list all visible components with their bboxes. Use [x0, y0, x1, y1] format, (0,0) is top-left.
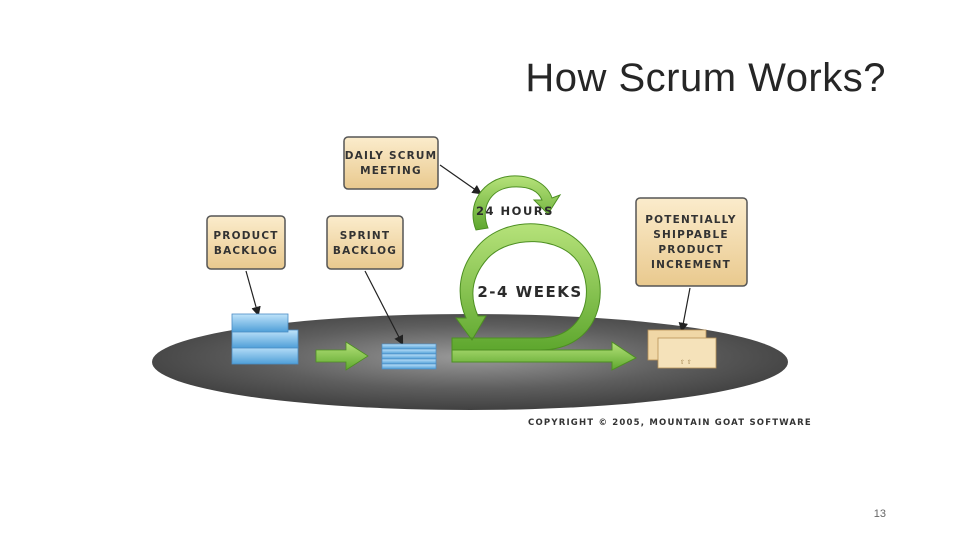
- sprint-backlog-line-2: BACKLOG: [333, 245, 397, 257]
- daily-scrum-pointer: [439, 164, 482, 195]
- product-backlog-label: PRODUCT BACKLOG: [206, 215, 286, 270]
- sprint-cycle-label: 2-4 WEEKS: [477, 283, 582, 301]
- product-backlog-line-1: PRODUCT: [213, 230, 278, 242]
- slide-title: How Scrum Works?: [525, 56, 886, 100]
- product-backlog-pointer: [245, 270, 261, 317]
- sprint-backlog-stack: [381, 343, 437, 370]
- increment-line-3: PRODUCT: [658, 244, 723, 256]
- sprint-backlog-line-1: SPRINT: [340, 230, 390, 242]
- box-marking-icon: ⇧ ⇧: [680, 359, 692, 366]
- product-backlog-stack: [231, 313, 299, 365]
- daily-scrum-line-1: DAILY SCRUM: [345, 150, 438, 162]
- increment-label: POTENTIALLY SHIPPABLE PRODUCT INCREMENT: [635, 197, 748, 287]
- sprint-backlog-label: SPRINT BACKLOG: [326, 215, 404, 270]
- page-number: 13: [873, 508, 886, 520]
- increment-line-2: SHIPPABLE: [653, 229, 728, 241]
- daily-cycle-label: 24 HOURS: [476, 204, 554, 218]
- product-backlog-line-2: BACKLOG: [214, 245, 278, 257]
- sprint-backlog-pointer: [364, 270, 404, 346]
- copyright-notice: COPYRIGHT © 2005, MOUNTAIN GOAT SOFTWARE: [528, 418, 812, 428]
- backlog-flow-arrow: [315, 341, 369, 371]
- increment-pointer: [678, 287, 691, 333]
- daily-scrum-label: DAILY SCRUM MEETING: [343, 136, 439, 190]
- increment-line-4: INCREMENT: [651, 259, 731, 271]
- sprint-cycle-arrow: [451, 223, 637, 371]
- increment-line-1: POTENTIALLY: [645, 214, 737, 226]
- increment-boxes: ⇧ ⇧: [647, 329, 717, 369]
- daily-cycle-arrow: [472, 175, 562, 231]
- daily-scrum-line-2: MEETING: [360, 165, 422, 177]
